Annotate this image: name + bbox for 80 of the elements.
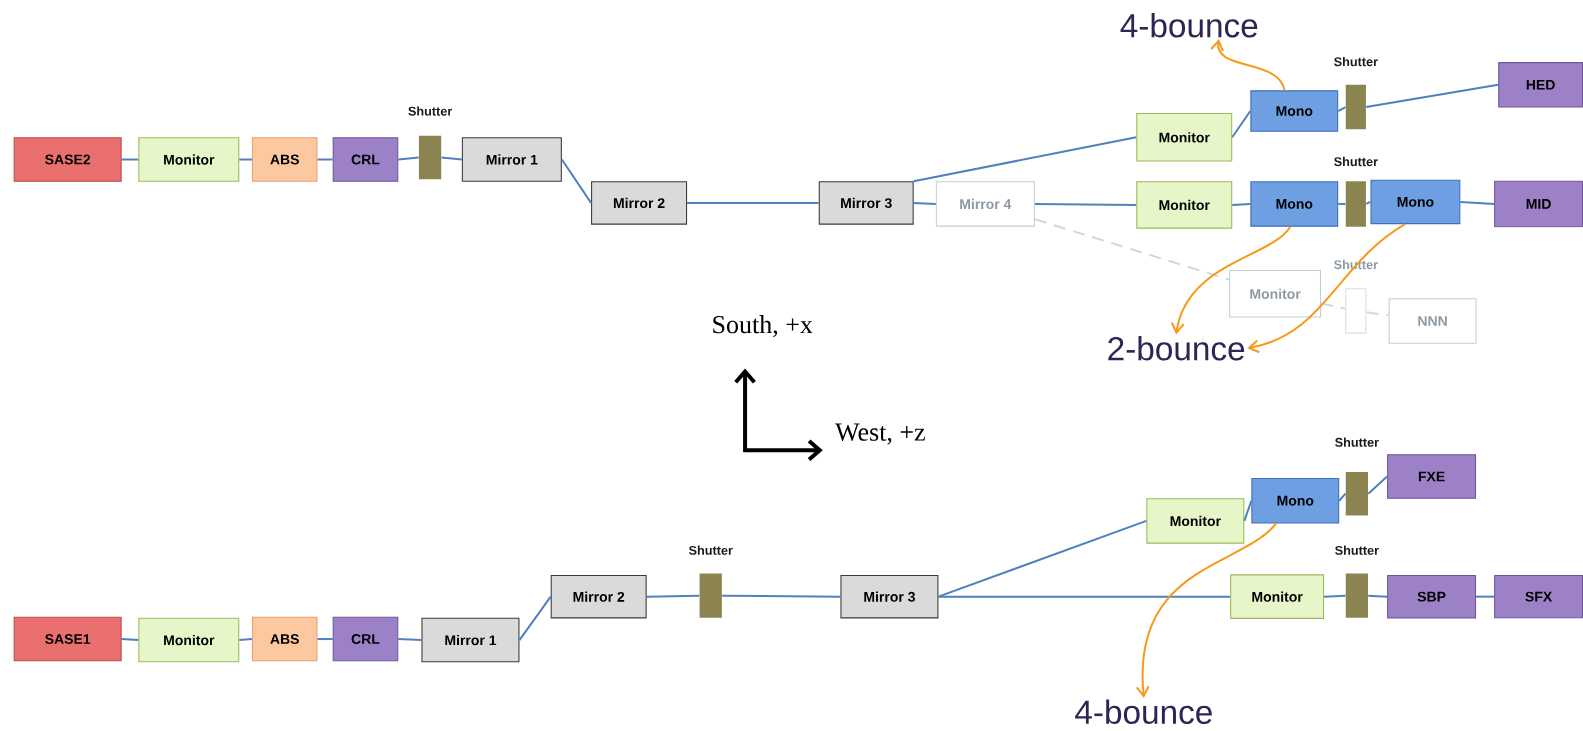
curved-arrow	[1135, 522, 1278, 698]
beam-line	[397, 638, 423, 642]
bounce-label: 2-bounce	[1108, 336, 1245, 361]
beam-line	[1459, 200, 1496, 205]
beam-line	[937, 519, 1148, 598]
curved-arrow	[1170, 225, 1292, 335]
endstation-box: SBP	[1387, 574, 1477, 619]
beam-line	[912, 136, 1138, 183]
shutter-label: Shutter	[408, 106, 453, 116]
faded-box: NNN	[1388, 298, 1477, 344]
lens-box: CRL	[332, 616, 399, 662]
mono-box: Mono	[1370, 179, 1461, 225]
beam-line	[1323, 594, 1347, 598]
curved-arrow	[1210, 39, 1286, 92]
axis-label: South, +x	[713, 315, 813, 338]
beam-line	[1231, 203, 1252, 206]
shutter-label: Shutter	[688, 545, 733, 555]
curved-arrow	[1247, 223, 1407, 354]
monitor-box: Monitor	[1136, 181, 1233, 229]
mirror-box: Mirror 2	[550, 574, 647, 619]
bounce-label: 4-bounce	[1120, 13, 1258, 38]
mirror-box: Mirror 3	[840, 574, 939, 619]
beam-line	[912, 201, 937, 205]
beam-line	[1033, 203, 1138, 206]
beam-line	[1231, 110, 1252, 139]
mono-box: Mono	[1251, 478, 1340, 524]
endstation-box: FXE	[1387, 454, 1477, 499]
beam-line	[238, 638, 253, 642]
beam-line	[560, 158, 593, 204]
beam-line	[1367, 475, 1389, 495]
beam-line	[686, 201, 820, 204]
monitor-box: Monitor	[1230, 574, 1325, 619]
beam-line	[1367, 594, 1389, 598]
shutter-label: Shutter	[1334, 156, 1378, 167]
shutter-label: Shutter	[1335, 437, 1379, 447]
beam-line	[1475, 595, 1496, 598]
beam-line	[120, 158, 140, 161]
shutter-label: Shutter	[1334, 56, 1378, 67]
endstation-box: SFX	[1494, 574, 1583, 619]
beam-line	[1365, 83, 1500, 109]
beam-line	[1243, 499, 1253, 522]
axis-label: West, +z	[835, 423, 925, 445]
endstation-box: HED	[1498, 62, 1583, 108]
mirror-box: Mirror 3	[818, 181, 914, 225]
monitor-box: Monitor	[1146, 498, 1245, 544]
dashed-line	[1033, 218, 1231, 281]
absorber-box: ABS	[251, 616, 318, 662]
monitor-box: Monitor	[138, 137, 240, 182]
mono-box: Mono	[1250, 90, 1339, 132]
lens-box: CRL	[332, 137, 399, 182]
faded-box: Monitor	[1229, 270, 1322, 318]
endstation-box: MID	[1494, 180, 1583, 228]
beam-line	[1338, 492, 1347, 502]
dashed-line	[1320, 302, 1347, 310]
mono-box: Mono	[1250, 181, 1339, 227]
beam-line	[316, 158, 334, 161]
absorber-box: ABS	[251, 137, 318, 182]
beam-line	[120, 638, 140, 642]
beam-line	[721, 594, 842, 598]
beam-line	[1365, 200, 1372, 205]
mirror-box: Mirror 2	[591, 181, 688, 225]
beam-line	[1337, 203, 1347, 205]
monitor-box: Monitor	[1136, 113, 1233, 162]
source-box: SASE2	[13, 137, 122, 182]
beam-line	[397, 156, 420, 161]
source-box: SASE1	[13, 616, 122, 662]
beam-line	[1337, 106, 1347, 113]
shutter-label: Shutter	[1335, 545, 1379, 555]
mirror-box: Mirror 1	[461, 137, 562, 182]
beam-line	[316, 638, 334, 641]
bounce-label: 4-bounce	[1075, 699, 1212, 725]
beam-line	[440, 156, 463, 161]
beam-line	[645, 594, 701, 598]
dashed-line	[1365, 311, 1390, 317]
faded-box: Mirror 4	[935, 181, 1035, 227]
beam-line	[937, 595, 1232, 598]
beam-line	[238, 158, 253, 161]
mirror-box: Mirror 1	[421, 617, 520, 663]
beam-line	[518, 595, 552, 642]
monitor-box: Monitor	[138, 617, 240, 663]
